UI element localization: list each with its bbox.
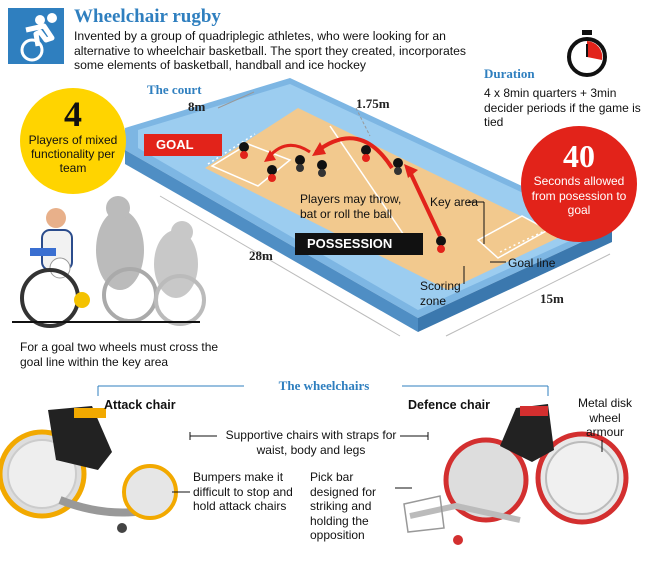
centre-line [329, 125, 411, 245]
defence-chair-illustration [403, 404, 629, 545]
wheelchair-rugby-icon [8, 8, 64, 64]
key-area-label: Key area [430, 195, 479, 209]
stopwatch-icon [567, 30, 607, 77]
attack-chair-title: Attack chair [104, 398, 176, 412]
court-players [239, 142, 446, 253]
court-heading: The court [147, 82, 202, 97]
bumpers-note: Bumpers make it difficult to stop and ho… [193, 470, 293, 513]
dimension-8m: 8m [188, 99, 206, 114]
intro-text: Invented by a group of quadriplegic athl… [74, 29, 467, 72]
court-floor [205, 108, 562, 290]
players-count: 4 [64, 94, 82, 134]
dimension-length: 28m [249, 248, 273, 263]
possession-label: POSSESSION [295, 233, 423, 255]
court-diagram [125, 78, 612, 337]
wheelchair-pointers [172, 432, 603, 493]
wheelchairs-separator [97, 385, 549, 396]
goal-line-label: Goal line [508, 256, 556, 270]
page-title: Wheelchair rugby [74, 6, 221, 27]
duration-text: 4 x 8min quarters + 3min decider periods… [484, 86, 641, 129]
possession-time-badge: 40 Seconds allowed from posession to goa… [521, 126, 637, 242]
pick-bar-note: Pick bar designed for striking and holdi… [310, 470, 377, 542]
throw-note: Players may throw, bat or roll the ball [300, 192, 402, 221]
straps-note: Supportive chairs with straps for waist,… [225, 428, 397, 457]
wheelchairs-heading: The wheelchairs [278, 378, 370, 393]
possession-seconds: 40 [563, 138, 595, 174]
key-area-left [210, 143, 292, 187]
possession-seconds-text: Seconds allowed from posession to goal [531, 174, 627, 217]
players-count-badge: 4 Players of mixed functionality per tea… [20, 88, 126, 194]
disk-armour-note: Metal disk wheel armour [577, 396, 633, 439]
attack-chair-illustration [0, 406, 178, 533]
goal-rule-text: For a goal two wheels must cross the goa… [20, 340, 219, 369]
players-illustration [12, 196, 206, 328]
goal-label: GOAL [144, 134, 222, 156]
scoring-zone-label: Scoring zone [420, 279, 461, 308]
dimension-width: 15m [540, 291, 564, 306]
defence-chair-title: Defence chair [408, 398, 490, 412]
players-count-text: Players of mixed functionality per team [28, 133, 118, 175]
duration-heading: Duration [484, 66, 535, 81]
dimension-height: 1.75m [356, 96, 390, 111]
